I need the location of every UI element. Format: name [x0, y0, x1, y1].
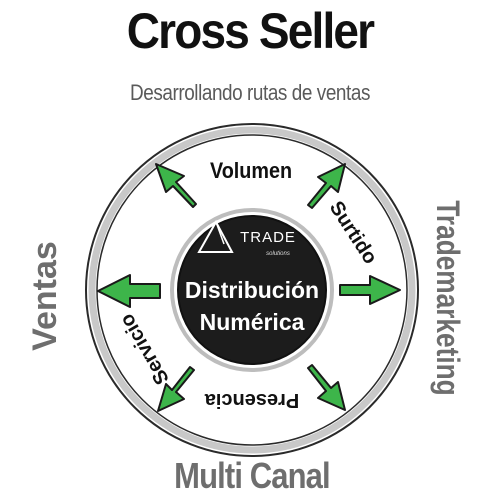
center-line-1: Distribución	[185, 277, 319, 303]
side-label-trademarketing: Trademarketing	[429, 200, 464, 395]
arrow-up-right-icon	[307, 163, 346, 209]
arrow-down-right-icon	[307, 364, 346, 411]
trade-logo: TRADE solutions	[197, 219, 296, 257]
arrows-group	[97, 163, 401, 412]
title: Cross Seller	[126, 3, 375, 59]
gray-band	[88, 126, 416, 454]
label-presencia: Presencia	[204, 389, 299, 411]
logo-triangle-icon	[197, 219, 234, 253]
side-label-multicanal: Multi Canal	[174, 457, 330, 497]
side-label-ventas: Ventas	[26, 241, 64, 351]
logo-subtext: solutions	[266, 251, 290, 257]
arrow-down-left-icon	[157, 366, 195, 412]
arrow-left-icon	[97, 274, 161, 308]
logo-text: TRADE	[240, 229, 296, 246]
center-line-2: Numérica	[200, 309, 305, 335]
arrow-up-left-icon	[155, 163, 197, 208]
arrow-right-icon	[339, 275, 401, 305]
subtitle: Desarrollando rutas de ventas	[130, 80, 370, 105]
label-volumen: Volumen	[210, 159, 292, 183]
